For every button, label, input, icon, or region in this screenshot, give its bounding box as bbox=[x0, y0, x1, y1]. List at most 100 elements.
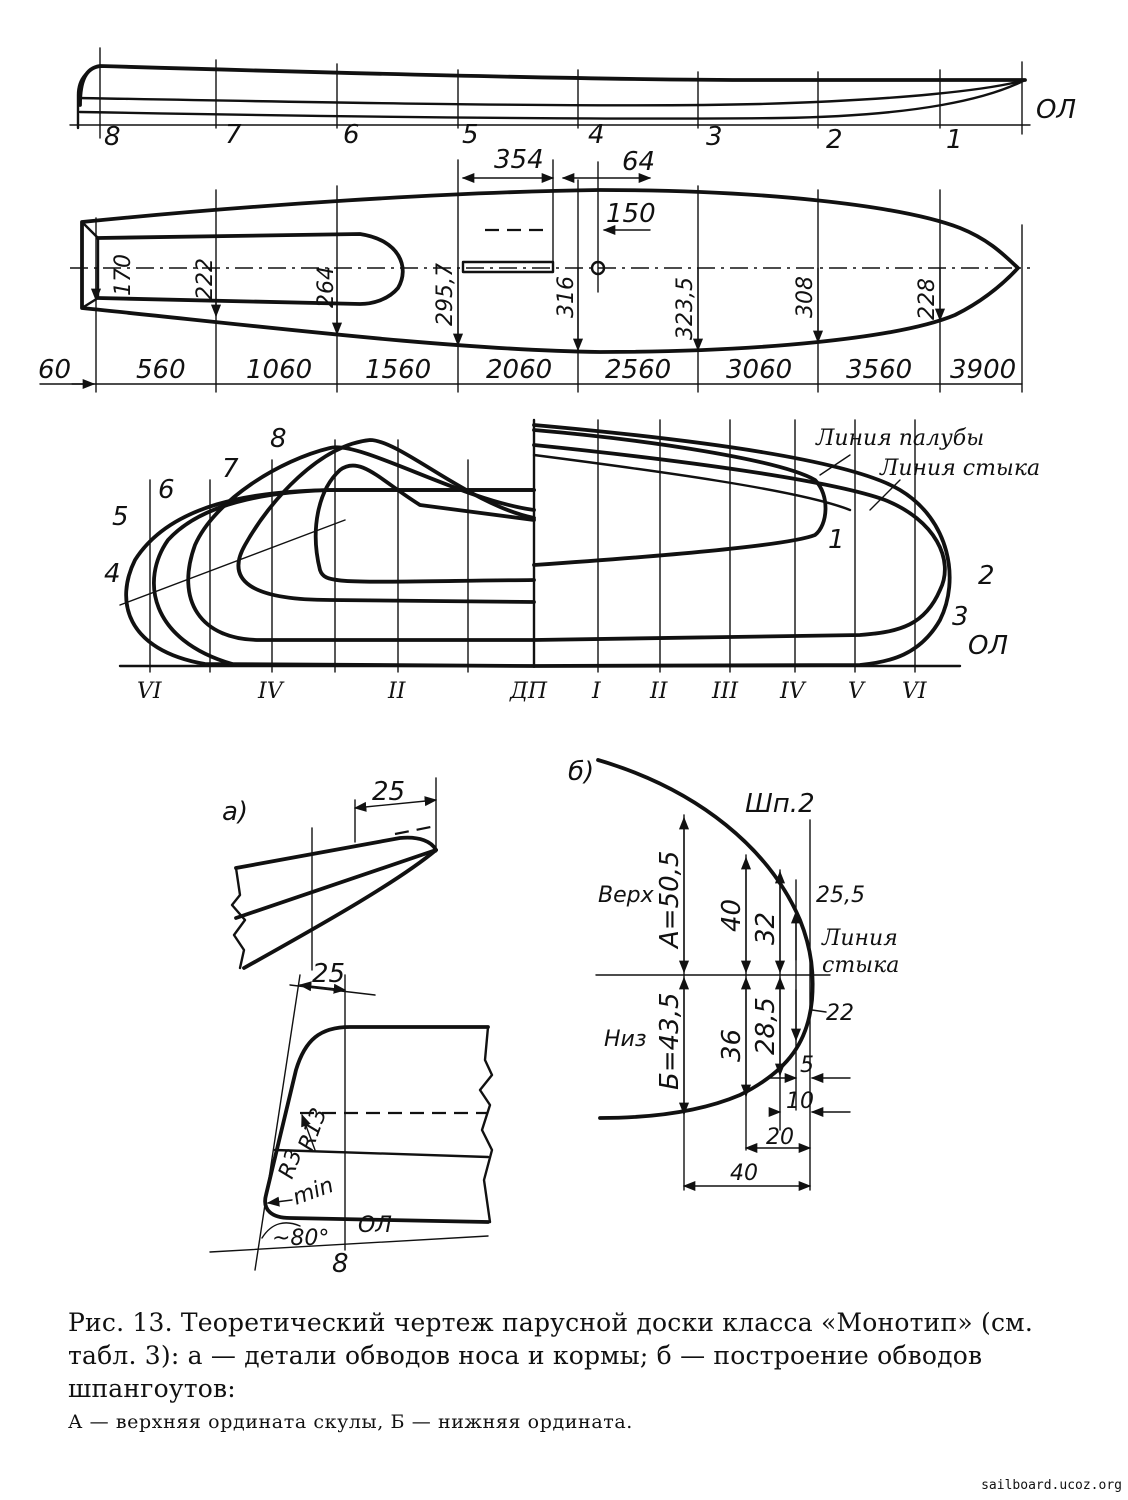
bow-bottom-line bbox=[242, 848, 438, 970]
detail-b-label: б) bbox=[568, 757, 594, 787]
frame-number: 6 bbox=[158, 475, 175, 505]
buttock-label: V bbox=[848, 679, 866, 704]
bottom-dim: 5 bbox=[800, 1053, 814, 1078]
plan-stern-chamfer bbox=[80, 220, 100, 310]
frame-8-aft bbox=[236, 438, 536, 604]
ordinate-b: Б=43,5 bbox=[655, 992, 685, 1090]
half-breadth-label: 323,5 bbox=[673, 277, 698, 340]
angle-80: ~80° bbox=[272, 1226, 329, 1251]
frame-number: 2 bbox=[978, 561, 995, 591]
side-baseline-label: ОЛ bbox=[1036, 95, 1076, 125]
bow-deck-line bbox=[234, 835, 438, 870]
station-distance: 1560 bbox=[365, 355, 431, 385]
buttock-label: II bbox=[387, 679, 407, 704]
frame-1-fwd bbox=[532, 428, 828, 567]
bow-middle-line bbox=[234, 848, 438, 920]
station-label: 3 bbox=[706, 122, 723, 152]
plan-view: 170 222 264 295,7 316 323,5 308 228 354 … bbox=[38, 145, 1030, 393]
deck-line-label: Линия палубы bbox=[815, 426, 984, 451]
station-distance: 1060 bbox=[246, 355, 312, 385]
caption-legend: А — верхняя ордината скулы, Б — нижняя о… bbox=[68, 1411, 633, 1433]
lower-value: 36 bbox=[717, 1029, 747, 1062]
station-label: 5 bbox=[462, 120, 479, 150]
body-plan: Линия палубы Линия стыка 8 7 6 5 4 1 2 3… bbox=[104, 418, 1040, 704]
watermark: sailboard.ucoz.org bbox=[981, 1478, 1122, 1493]
frame-2-curve bbox=[596, 758, 815, 1120]
half-breadth-label: 222 bbox=[193, 258, 218, 300]
frame-number: 4 bbox=[104, 559, 121, 589]
half-breadth-label: 228 bbox=[915, 278, 940, 320]
plan-outline bbox=[80, 188, 1020, 354]
detail-b: б) Шп.2 Верх Низ А=50,5 Б=43,5 40 32 25,… bbox=[568, 757, 899, 1192]
stern-outline bbox=[263, 1025, 490, 1224]
station-distance: 3900 bbox=[950, 355, 1016, 385]
frame-number: 3 bbox=[952, 602, 969, 632]
bow-break-line bbox=[230, 866, 247, 970]
frame-number: 8 bbox=[270, 424, 287, 454]
dim-rail-length: 354 bbox=[494, 145, 544, 175]
buttock-label: IV bbox=[257, 679, 285, 704]
station-distance: 3560 bbox=[846, 355, 912, 385]
buttock-label: VI bbox=[902, 679, 928, 704]
frame-number: 7 bbox=[222, 454, 239, 484]
station-label: 2 bbox=[826, 125, 843, 155]
frame-3-fwd bbox=[532, 423, 952, 668]
upper-value: 32 bbox=[751, 912, 781, 945]
top-label: Верх bbox=[598, 883, 655, 908]
station-distance: 3060 bbox=[726, 355, 792, 385]
buttock-label: III bbox=[711, 679, 739, 704]
dim-mast-position: 150 bbox=[606, 199, 656, 229]
figure-caption: Рис. 13. Теоретический чертеж парусной д… bbox=[68, 1306, 1068, 1435]
station-distance: 2560 bbox=[605, 355, 671, 385]
lower-value: 22 bbox=[826, 1001, 854, 1026]
dim-25-lower: 25 bbox=[312, 959, 345, 989]
half-breadth-label: 316 bbox=[554, 276, 579, 318]
buttock-lines bbox=[149, 419, 916, 673]
lower-value: 28,5 bbox=[751, 997, 781, 1055]
bottom-label: Низ bbox=[604, 1027, 647, 1052]
station-label: 6 bbox=[343, 120, 360, 150]
buttock-label: ДП bbox=[509, 679, 548, 704]
stern-break-line bbox=[478, 1025, 494, 1224]
side-stern-line bbox=[76, 64, 104, 130]
joint-label-2: стыка bbox=[822, 953, 899, 978]
station-label: 1 bbox=[946, 125, 963, 155]
frame-2-label: Шп.2 bbox=[745, 789, 815, 819]
half-breadth-label: 170 bbox=[111, 254, 136, 296]
joint-label-1: Линия bbox=[821, 926, 898, 951]
frame-number: 1 bbox=[828, 525, 845, 555]
dim-25-top: 25 bbox=[372, 777, 405, 807]
half-breadth-label: 308 bbox=[793, 276, 818, 318]
caption-main: Рис. 13. Теоретический чертеж парусной д… bbox=[68, 1308, 1033, 1403]
station-label: 4 bbox=[588, 120, 605, 150]
half-breadth-label: 295,7 bbox=[433, 263, 458, 326]
side-stations bbox=[99, 47, 1023, 139]
frame-deck-rise bbox=[532, 453, 852, 512]
frame-6-aft bbox=[152, 488, 536, 666]
half-breadth-label: 264 bbox=[314, 266, 339, 308]
buttock-label: II bbox=[649, 679, 669, 704]
side-bottom-line bbox=[78, 78, 1027, 120]
joint-line-label: Линия стыка bbox=[879, 456, 1040, 481]
bottom-dim: 40 bbox=[730, 1161, 758, 1186]
side-sheer-line bbox=[78, 78, 1027, 107]
station-distance: 60 bbox=[38, 355, 71, 385]
detail-a-baseline-label: ОЛ bbox=[358, 1213, 392, 1238]
frame-number: 5 bbox=[112, 502, 129, 532]
dim-mast-offset: 64 bbox=[622, 147, 655, 177]
buttock-label: IV bbox=[779, 679, 807, 704]
station-distance: 560 bbox=[136, 355, 186, 385]
frame-2-fwd bbox=[532, 443, 947, 642]
station-label: 8 bbox=[104, 122, 121, 152]
upper-value: 25,5 bbox=[816, 883, 865, 908]
buttock-label: I bbox=[591, 679, 602, 704]
detail-a-station: 8 bbox=[332, 1249, 349, 1279]
detail-a: а) 25 25 R13 R3 min ~80° ОЛ 8 bbox=[209, 777, 494, 1279]
side-view: 8 7 6 5 4 3 2 1 ОЛ bbox=[69, 47, 1076, 155]
plan-mast-rail bbox=[461, 260, 555, 274]
bottom-dim: 10 bbox=[786, 1089, 814, 1114]
body-baseline-label: ОЛ bbox=[968, 631, 1008, 661]
upper-value: 40 bbox=[717, 899, 747, 932]
frame-7-aft bbox=[186, 445, 536, 642]
